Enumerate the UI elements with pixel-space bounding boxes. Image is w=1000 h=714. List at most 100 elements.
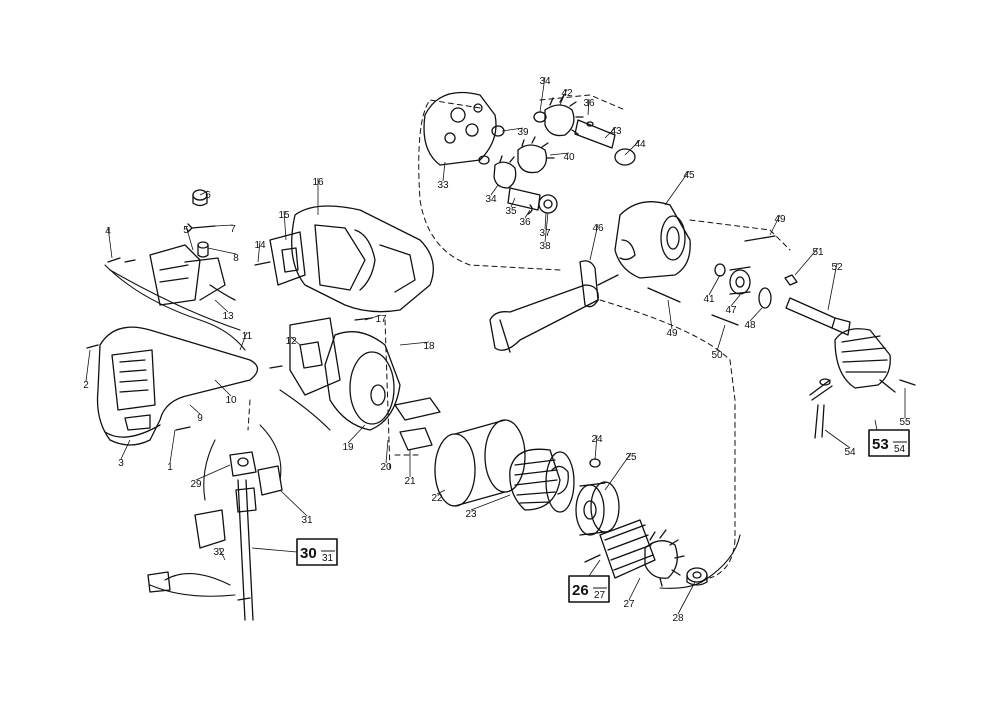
callout-leader-12 [290,336,301,346]
callout-label-38: 38 [539,241,551,252]
side-handle [489,260,619,353]
callout-label-33: 33 [437,180,449,191]
callout-leader-40 [549,152,570,156]
callout-label-23: 23 [465,509,477,520]
callout-leader-31 [279,489,308,517]
callout-label-28: 28 [672,613,684,624]
callout-leader-29 [195,464,231,481]
callout-leader-49 [667,299,673,330]
callout-label-35: 35 [505,206,517,217]
ref-box-main-30: 30 [300,545,317,562]
callout-leader-33 [442,161,446,182]
callout-leaders [85,76,906,615]
callout-leader-6 [199,190,209,196]
callout-label-5: 5 [183,225,189,236]
callout-label-12: 12 [285,336,297,347]
callout-leader-36 [524,209,531,219]
callout-leader-44 [624,139,641,156]
callout-leader-23 [470,494,511,511]
callout-label-34: 34 [539,76,551,87]
callout-label-16: 16 [312,177,324,188]
callout-label-37: 37 [539,228,551,239]
callout-label-14: 14 [254,240,266,251]
callout-leader-39 [501,127,524,132]
callout-leader-34 [539,76,546,113]
power-cord [147,479,257,621]
callout-leader-38 [544,212,549,243]
callout-leader-37 [544,212,547,230]
callout-leader-9 [189,404,201,415]
callout-label-42: 42 [561,88,573,99]
callout-label-20: 20 [380,462,392,473]
gear-case [614,201,691,279]
callout-label-46: 46 [592,223,604,234]
callout-leader-34 [490,184,499,196]
callout-leader-19 [347,424,366,444]
rear-bearing [686,567,708,586]
callout-leader-47 [730,294,741,307]
callout-leader-50 [716,324,726,352]
cord-clamps [194,451,283,549]
upper-housing [254,205,434,313]
gear-train [478,94,636,215]
part-drawings [86,91,916,621]
handle-housing-left [96,326,259,446]
callout-label-1: 1 [167,462,173,473]
callout-leader-46 [589,223,599,261]
callout-label-13: 13 [222,311,234,322]
callout-label-52: 52 [831,262,843,273]
callout-leader-10 [214,379,232,397]
callout-label-31: 31 [301,515,313,526]
callout-label-48: 48 [744,320,756,331]
callout-leader-18 [399,341,430,346]
callout-label-21: 21 [404,476,416,487]
callout-leader-8 [207,247,237,255]
callout-leader-24 [594,434,598,461]
callout-label-39: 39 [517,127,529,138]
callout-label-4: 4 [105,226,111,237]
callout-leader-48 [749,307,763,322]
callout-leader-28 [677,581,696,615]
callout-leader-42 [559,88,568,106]
callout-label-49: 49 [774,214,786,225]
motor-housing [269,317,441,451]
callout-leader-25 [604,452,632,491]
callout-leader-22 [436,489,446,495]
callout-label-34: 34 [485,194,497,205]
callout-label-7: 7 [230,224,236,235]
callout-label-9: 9 [197,413,203,424]
armature [584,519,685,587]
callout-label-29: 29 [190,479,202,490]
callout-label-27: 27 [623,599,635,610]
callout-label-2: 2 [83,380,89,391]
ref-box-main-26: 26 [572,582,589,599]
callout-label-45: 45 [683,170,695,181]
callout-leader-4 [107,226,113,259]
ref-box-sub-31: 31 [322,553,334,564]
ref-box-leader-30 [251,547,298,553]
callout-leader-20 [385,439,389,464]
callout-label-15: 15 [278,210,290,221]
ref-box-main-53: 53 [872,436,889,453]
callout-leader-7 [214,224,234,227]
callout-leader-36 [587,98,590,116]
field-coil [509,448,575,513]
callout-leader-13 [214,299,229,313]
callout-leader-54 [824,429,851,449]
bearing-plate [575,458,620,536]
assembly-dashed-lines [247,94,791,579]
callout-leader-51 [794,247,819,276]
ref-box-leader-53 [874,419,878,431]
callout-label-11: 11 [242,331,253,342]
callout-label-55: 55 [899,417,911,428]
callout-label-47: 47 [725,305,737,316]
ref-box-sub-27: 27 [594,590,606,601]
callout-leader-43 [604,126,617,139]
ref-box-leader-26 [588,559,601,577]
callout-label-19: 19 [342,442,354,453]
callout-label-6: 6 [205,190,211,201]
callout-label-41: 41 [703,294,715,305]
